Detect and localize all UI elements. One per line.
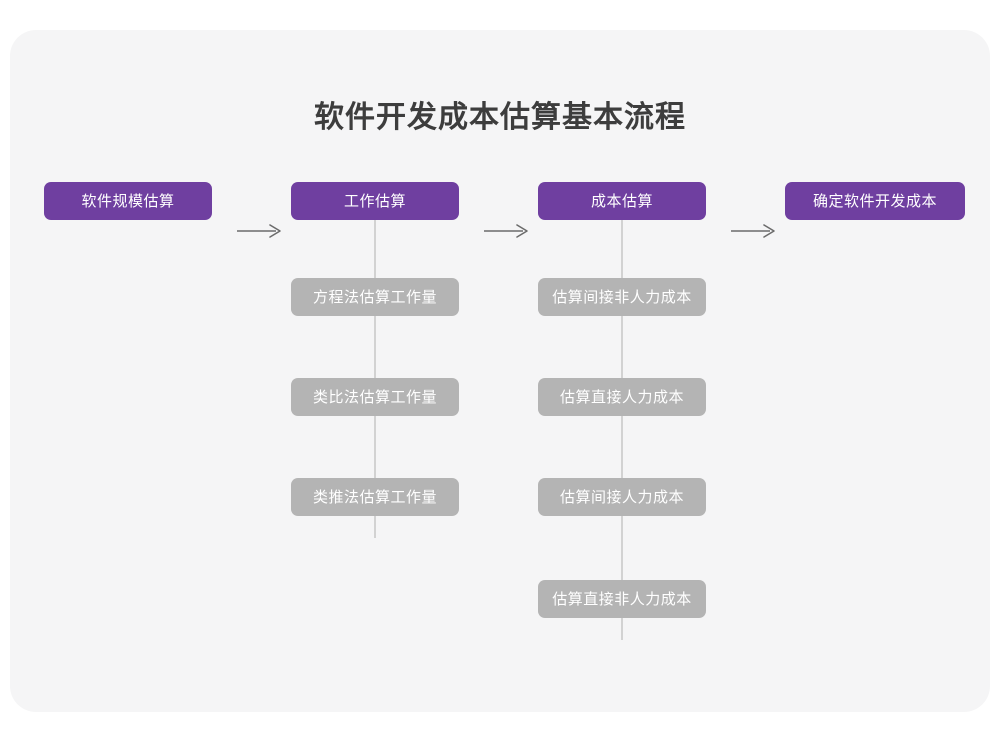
- connector-line-branch-2: [621, 219, 623, 640]
- main-step-2[interactable]: 工作估算: [291, 182, 459, 220]
- branch-2-item-2[interactable]: 估算直接人力成本: [538, 378, 706, 416]
- arrow-1-icon: [236, 222, 284, 240]
- arrow-2-icon: [483, 222, 531, 240]
- branch-2-item-4[interactable]: 估算直接非人力成本: [538, 580, 706, 618]
- branch-2-item-3[interactable]: 估算间接人力成本: [538, 478, 706, 516]
- main-step-1[interactable]: 软件规模估算: [44, 182, 212, 220]
- main-step-3[interactable]: 成本估算: [538, 182, 706, 220]
- page-title: 软件开发成本估算基本流程: [314, 100, 686, 135]
- branch-1-item-1[interactable]: 方程法估算工作量: [291, 278, 459, 316]
- diagram-card: 软件开发成本估算基本流程 软件规模估算 工作估算 成本估算 确定软件开发成本 方…: [10, 30, 990, 712]
- branch-1-item-2[interactable]: 类比法估算工作量: [291, 378, 459, 416]
- arrow-3-icon: [730, 222, 778, 240]
- main-step-4[interactable]: 确定软件开发成本: [785, 182, 965, 220]
- branch-1-item-3[interactable]: 类推法估算工作量: [291, 478, 459, 516]
- branch-2-item-1[interactable]: 估算间接非人力成本: [538, 278, 706, 316]
